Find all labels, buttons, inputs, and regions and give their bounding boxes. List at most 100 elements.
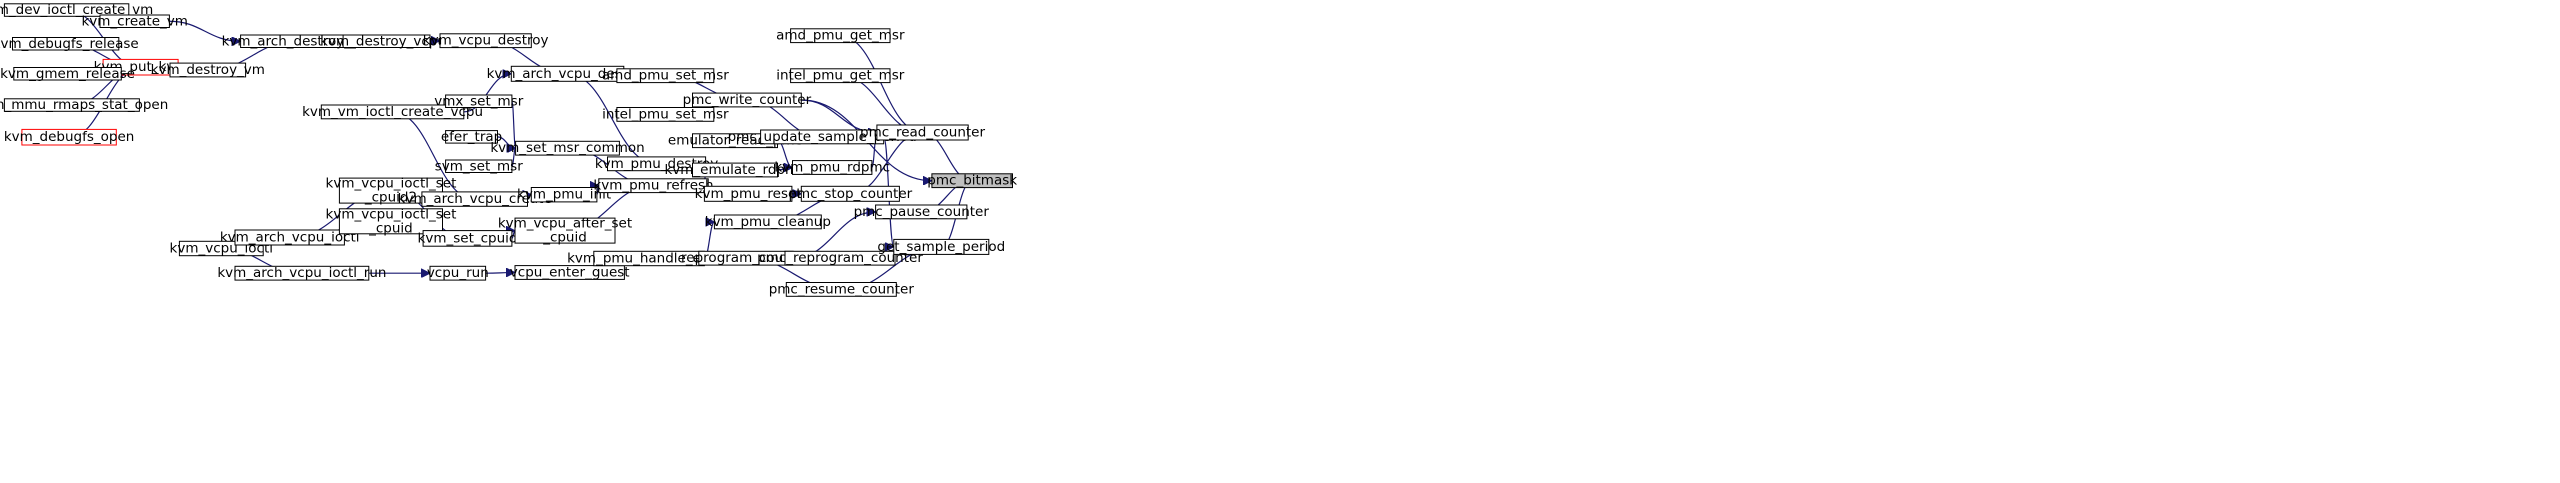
node-box xyxy=(445,94,513,108)
graph-node-emulator-read-pmc[interactable]: emulator_read_pmc xyxy=(668,133,802,149)
graph-node-kvm-pmu-init[interactable]: kvm_pmu_init xyxy=(517,187,611,203)
node-box xyxy=(12,37,120,51)
node-label: kvm_emulate_rdpmc xyxy=(664,162,805,178)
node-label: kvm_arch_destroy_vm xyxy=(222,33,373,49)
graph-node-kvm-pmu-reset[interactable]: kvm_pmu_reset xyxy=(695,185,802,202)
graph-node-kvm-pmu-refresh[interactable]: kvm_pmu_refresh xyxy=(593,178,713,194)
graph-node-efer-trap[interactable]: efer_trap xyxy=(441,129,502,145)
edge-n2-to-n9 xyxy=(169,20,240,41)
node-label: kvm_set_cpuid xyxy=(418,230,518,246)
graph-node-get-sample-period[interactable]: get_sample_period xyxy=(877,238,1005,255)
graph-node-kvm-vcpu-ioctl-set-cpuid[interactable]: kvm_vcpu_ioctl_set_cpuid xyxy=(326,206,457,236)
node-label: vmx_set_msr xyxy=(434,93,523,109)
node-box xyxy=(445,130,499,144)
node-label: kvm_set_msr_common xyxy=(490,140,644,156)
graph-node-kvm-pmu-handle-event[interactable]: kvm_pmu_handle_event xyxy=(567,251,731,267)
node-label: kvm_arch_vcpu_ioctl xyxy=(220,230,360,246)
node-box xyxy=(514,265,625,280)
graph-node-kvm-set-cpuid[interactable]: kvm_set_cpuid xyxy=(418,230,518,247)
edge-n36-to-n41 xyxy=(777,168,793,171)
graph-node-reprogram-counter[interactable]: reprogram_counter xyxy=(681,250,811,266)
node-box xyxy=(784,250,896,266)
graph-node-kvm-dev-ioctl-create-vm[interactable]: kvm_dev_ioctl_create_vm xyxy=(0,2,153,18)
graph-node-kvm-debugfs-open[interactable]: kvm_debugfs_open xyxy=(4,128,135,146)
graph-node-kvm-create-vm[interactable]: kvm_create_vm xyxy=(81,13,187,29)
graph-node-pmc-resume-counter[interactable]: pmc_resume_counter xyxy=(769,281,915,297)
node-box xyxy=(3,98,140,112)
node-box xyxy=(876,124,969,141)
graph-node-intel-pmu-set-msr[interactable]: intel_pmu_set_msr xyxy=(602,106,729,122)
graph-node-kvm-pmu-cleanup[interactable]: kvm_pmu_cleanup xyxy=(705,214,831,230)
node-box xyxy=(792,160,873,175)
node-box xyxy=(616,107,715,122)
node-box xyxy=(713,214,822,230)
node-box xyxy=(422,230,513,247)
node-box xyxy=(429,265,487,281)
node-label: pmc_resume_counter xyxy=(769,281,915,297)
graph-node-svm-set-msr[interactable]: svm_set_msr xyxy=(435,158,523,174)
graph-node-amd-pmu-get-msr[interactable]: amd_pmu_get_msr xyxy=(776,28,905,44)
node-label: kvm_arch_vcpu_create xyxy=(398,191,552,207)
graph-node-vcpu-run[interactable]: vcpu_run xyxy=(427,265,489,281)
node-label: kvm_mmu_rmaps_stat_open xyxy=(0,97,168,113)
graph-node-kvm-mmu-rmaps-stat-open[interactable]: kvm_mmu_rmaps_stat_open xyxy=(0,97,168,113)
graph-node-kvm-vm-ioctl-create-vcpu[interactable]: kvm_vm_ioctl_create_vcpu xyxy=(302,104,483,120)
node-label: kvm_pmu_handle_event xyxy=(567,251,731,267)
graph-node-kvm-set-msr-common[interactable]: kvm_set_msr_common xyxy=(490,140,644,156)
graph-node-kvm-arch-vcpu-ioctl[interactable]: kvm_arch_vcpu_ioctl xyxy=(220,229,360,246)
node-box xyxy=(692,162,778,178)
node-label: pmc_reprogram_counter xyxy=(757,250,923,266)
graph-node-kvm-emulate-rdpmc[interactable]: kvm_emulate_rdpmc xyxy=(664,162,805,178)
node-label: kvm_vcpu_destroy xyxy=(423,33,549,49)
graph-node-vmx-set-msr[interactable]: vmx_set_msr xyxy=(434,93,523,109)
graph-node-kvm-arch-vcpu-create[interactable]: kvm_arch_vcpu_create xyxy=(398,191,552,207)
node-label: _cpuid xyxy=(368,220,413,236)
node-label: intel_pmu_set_msr xyxy=(602,106,729,122)
node-box xyxy=(790,68,891,84)
node-label: efer_trap xyxy=(441,129,502,145)
graph-node-kvm-pmu-rdpmc[interactable]: kvm_pmu_rdpmc xyxy=(774,160,890,176)
node-label: pmc_bitmask xyxy=(927,173,1017,189)
edge-n27-to-n28 xyxy=(485,273,515,274)
graph-node-kvm-destroy-vm[interactable]: kvm_destroy_vm xyxy=(151,62,265,78)
node-label: kvm_vcpu_ioctl_set xyxy=(326,176,457,192)
node-box xyxy=(169,62,247,78)
node-label: kvm_pmu_destroy xyxy=(595,156,718,172)
graph-node-pmc-bitmask[interactable]: pmc_bitmask xyxy=(927,173,1017,189)
graph-node-kvm-arch-vcpu-destroy[interactable]: kvm_arch_vcpu_destroy xyxy=(487,65,649,82)
node-box xyxy=(692,92,802,108)
node-label: kvm_vcpu_after_set xyxy=(498,216,632,232)
graph-node-kvm-debugfs-release[interactable]: kvm_debugfs_release xyxy=(0,36,139,52)
node-label: get_sample_period xyxy=(877,239,1005,255)
node-box xyxy=(703,185,793,202)
graph-node-pmc-write-counter[interactable]: pmc_write_counter xyxy=(683,92,812,108)
graph-node-pmc-pause-counter[interactable]: pmc_pause_counter xyxy=(854,204,990,220)
graph-node-kvm-arch-vcpu-ioctl-run[interactable]: kvm_arch_vcpu_ioctl_run xyxy=(217,265,386,281)
node-box xyxy=(515,140,620,156)
graph-node-pmc-stop-counter[interactable]: pmc_stop_counter xyxy=(788,185,913,202)
graph-node-pmc-reprogram-counter[interactable]: pmc_reprogram_counter xyxy=(757,250,923,266)
graph-node-kvm-pmu-destroy[interactable]: kvm_pmu_destroy xyxy=(595,156,718,172)
graph-node-amd-pmu-set-msr[interactable]: amd_pmu_set_msr xyxy=(602,68,729,84)
graph-node-kvm-vcpu-after-set-cpuid[interactable]: kvm_vcpu_after_set_cpuid xyxy=(498,216,632,246)
graph-node-pmc-update-sample-period[interactable]: pmc_update_sample_period xyxy=(728,129,917,145)
graph-node-kvm-vcpu-destroy[interactable]: kvm_vcpu_destroy xyxy=(423,33,549,49)
node-label: kvm_arch_vcpu_ioctl_run xyxy=(217,265,386,281)
node-box xyxy=(21,128,117,146)
node-label: _cpuid xyxy=(542,230,587,246)
graph-node-intel-pmu-get-msr[interactable]: intel_pmu_get_msr xyxy=(776,68,905,84)
node-label: pmc_stop_counter xyxy=(788,186,912,202)
node-label: kvm_gmem_release xyxy=(0,66,135,82)
graph-node-kvm-destroy-vcpus[interactable]: kvm_destroy_vcpus xyxy=(320,33,453,49)
graph-node-vcpu-enter-guest[interactable]: vcpu_enter_guest xyxy=(510,265,630,281)
node-label: kvm_dev_ioctl_create_vm xyxy=(0,2,153,18)
graph-node-kvm-gmem-release[interactable]: kvm_gmem_release xyxy=(0,66,135,82)
node-box xyxy=(875,204,968,220)
node-label: vcpu_enter_guest xyxy=(510,265,630,281)
node-label: kvm_pmu_rdpmc xyxy=(774,160,890,176)
node-box xyxy=(13,67,122,81)
node-box xyxy=(3,3,130,17)
graph-node-pmc-read-counter[interactable]: pmc_read_counter xyxy=(860,124,985,141)
